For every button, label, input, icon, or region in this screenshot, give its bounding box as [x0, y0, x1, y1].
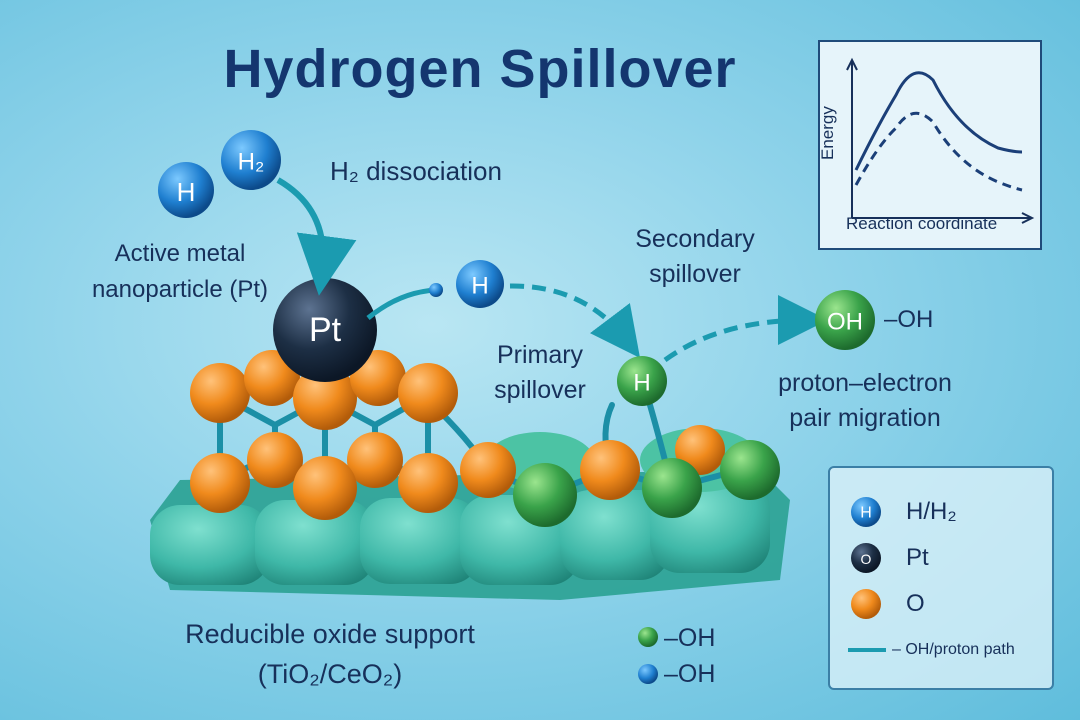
h-atom-mobile: H: [456, 260, 504, 308]
spillover-curve: [854, 111, 1023, 192]
secondary-spillover-label: Secondary spillover: [635, 225, 755, 288]
support-h-label: H: [633, 370, 650, 397]
legend-pt-marker: [851, 543, 881, 573]
h-atom-on-support: H: [617, 356, 667, 406]
h2-molecule: H H₂: [158, 130, 281, 218]
active-metal-label: Active metal nanoparticle (Pt): [91, 240, 269, 303]
legend-label-h: H/H₂: [906, 498, 957, 525]
energy-profile-plot: [846, 57, 1035, 224]
pt-atom-label: Pt: [309, 311, 342, 349]
legend-pt-symbol: O: [861, 551, 872, 567]
migration-path: [663, 295, 828, 363]
reaction-axis-arrow: [1021, 212, 1035, 224]
energy-axis-arrow: [846, 57, 858, 71]
secondary-spillover-path: [509, 283, 641, 358]
mobile-h-label: H: [471, 273, 488, 300]
legend: H O H/H₂ Pt O – OH/proton path: [828, 466, 1054, 690]
dissociation-arrow: [276, 177, 357, 296]
oh-blue-label: –OH: [664, 660, 716, 688]
oh-atom-label: OH: [827, 309, 863, 336]
hydroxyl-atoms: [513, 440, 780, 527]
energy-inset: [818, 40, 1042, 250]
primary-spillover-label: Primary spillover: [494, 341, 586, 404]
support-label: Reducible oxide support (TiO₂/CeO₂): [185, 619, 475, 689]
oh-label: –OH: [884, 306, 934, 333]
legend-label-pt: Pt: [906, 544, 929, 571]
inset-ylabel: Energy: [818, 106, 837, 160]
inset-xlabel: Reaction coordinate: [846, 214, 998, 233]
h-atom-label: H: [177, 177, 196, 207]
pt-atom: Pt: [273, 278, 377, 382]
oh-group: OH: [815, 290, 875, 350]
oxygen-atoms: [190, 350, 725, 520]
page-title: Hydrogen Spillover: [223, 39, 737, 99]
legend-label-path: – OH/proton path: [892, 641, 1015, 658]
h2-atom-label: H₂: [238, 149, 265, 176]
legend-label-o: O: [906, 590, 925, 617]
small-h-dot: [429, 283, 443, 297]
legend-symbols: H O: [848, 497, 886, 652]
legend-o-marker: [851, 589, 881, 619]
primary-spillover-path: [366, 287, 437, 320]
oh-green-label: –OH: [664, 624, 716, 652]
proton-electron-label: proton–electron pair migration: [778, 369, 952, 432]
uncatalyzed-curve: [854, 71, 1023, 171]
legend-h-symbol: H: [860, 505, 872, 522]
oh-blue-dot: [638, 664, 658, 684]
oh-green-dot: [638, 627, 658, 647]
h2-dissociation-label: H₂ dissociation: [330, 156, 502, 186]
legend-h-marker: [851, 497, 881, 527]
